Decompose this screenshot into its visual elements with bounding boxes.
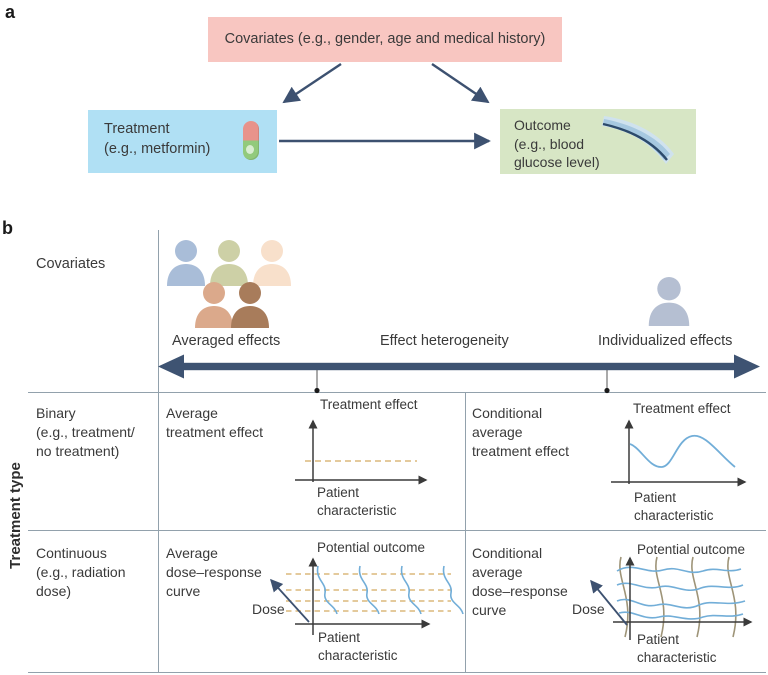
heterogeneous-effect-curve	[629, 435, 736, 468]
person-icon	[195, 282, 233, 328]
population-group-icon	[167, 240, 291, 328]
plot4-yaxis-title: Potential outcome	[637, 542, 746, 557]
conditional-curve	[616, 566, 742, 574]
individual-dose-curve	[727, 556, 737, 638]
plot3-yaxis-title: Potential outcome	[317, 540, 426, 555]
grid-hline-bottom	[28, 672, 766, 673]
person-icon	[167, 240, 205, 286]
individual-dose-curve	[655, 556, 665, 638]
panel-a-label: a	[5, 2, 16, 22]
arrow-covariates-to-treatment	[282, 63, 342, 104]
spectrum-label-averaged: Averaged effects	[172, 333, 281, 349]
dose-axis-arrow	[270, 578, 310, 623]
individual-dose-curve	[619, 556, 629, 638]
treatment-type-axis-label: Treatment type	[7, 462, 24, 569]
outcome-box-text: Outcome (e.g., blood glucose level)	[514, 117, 600, 171]
cell-label-conditional-average-dose-response: Conditional average dose–response curve	[472, 545, 568, 619]
plot2-yaxis-title: Treatment effect	[633, 401, 731, 416]
person-icon	[210, 240, 248, 286]
plot-binary-average	[295, 419, 428, 485]
spectrum-label-heterogeneity: Effect heterogeneity	[380, 333, 509, 349]
plot1-xaxis-label: Patient characteristic	[317, 485, 397, 518]
conditional-curve	[618, 611, 744, 620]
outcome-box: Outcome (e.g., blood glucose level)	[500, 109, 696, 174]
conditional-curve	[616, 582, 744, 592]
arrow-shaft	[181, 362, 737, 371]
cell-label-conditional-average-treatment-effect: Conditional average treatment effect	[472, 405, 570, 460]
dose-axis-arrow	[590, 579, 628, 626]
dose-response-curve	[400, 565, 422, 615]
tick-dot	[314, 387, 320, 394]
person-icon	[231, 282, 269, 328]
individual-person-icon	[648, 277, 690, 326]
plot2-xaxis-label: Patient characteristic	[634, 490, 714, 523]
person-icon	[648, 277, 690, 326]
spectrum-label-individualized: Individualized effects	[598, 333, 733, 349]
conditional-curve	[616, 598, 746, 609]
dose-response-curve	[358, 565, 380, 615]
grid-vline-headers	[158, 230, 159, 672]
covariates-row-label: Covariates	[36, 256, 106, 272]
pill-highlight	[246, 145, 254, 154]
arrowhead-right	[734, 354, 760, 379]
grid-hline-top	[28, 392, 766, 393]
dose-response-curve	[316, 565, 338, 615]
plot3-xaxis-label: Patient characteristic	[318, 630, 398, 663]
row-header-continuous: Continuous (e.g., radiation dose)	[36, 545, 126, 600]
person-icon	[253, 240, 291, 286]
arrow-covariates-to-outcome	[431, 63, 490, 104]
cell-label-average-dose-response: Average dose–response curve	[166, 545, 262, 600]
plot1-yaxis-title: Treatment effect	[320, 397, 418, 412]
arrowhead-left	[158, 354, 184, 379]
tick-dot	[604, 387, 610, 394]
grid-vline-columns	[465, 393, 466, 672]
spectrum-double-arrow	[158, 354, 760, 394]
plot-binary-conditional	[611, 419, 747, 487]
pill-icon	[243, 121, 259, 160]
plot4-dose-label: Dose	[572, 601, 605, 617]
individual-dose-curve	[691, 556, 701, 638]
plot3-dose-label: Dose	[252, 601, 285, 617]
glucose-curve-icon	[602, 116, 674, 164]
panel-b-label: b	[2, 218, 13, 238]
cell-label-average-treatment-effect: Average treatment effect	[166, 405, 264, 441]
row-header-binary: Binary (e.g., treatment/ no treatment)	[36, 405, 135, 460]
plot-continuous-conditional	[590, 556, 753, 640]
plot-continuous-average	[270, 557, 464, 635]
covariates-box-text: Covariates (e.g., gender, age and medica…	[224, 30, 546, 47]
covariates-box: Covariates (e.g., gender, age and medica…	[208, 17, 562, 62]
dose-response-curve	[442, 565, 464, 615]
grid-hline-middle	[28, 530, 766, 531]
causal-arrows	[279, 63, 491, 150]
treatment-box-text: Treatment (e.g., metformin)	[104, 121, 211, 157]
plot4-xaxis-label: Patient characteristic	[637, 632, 717, 665]
